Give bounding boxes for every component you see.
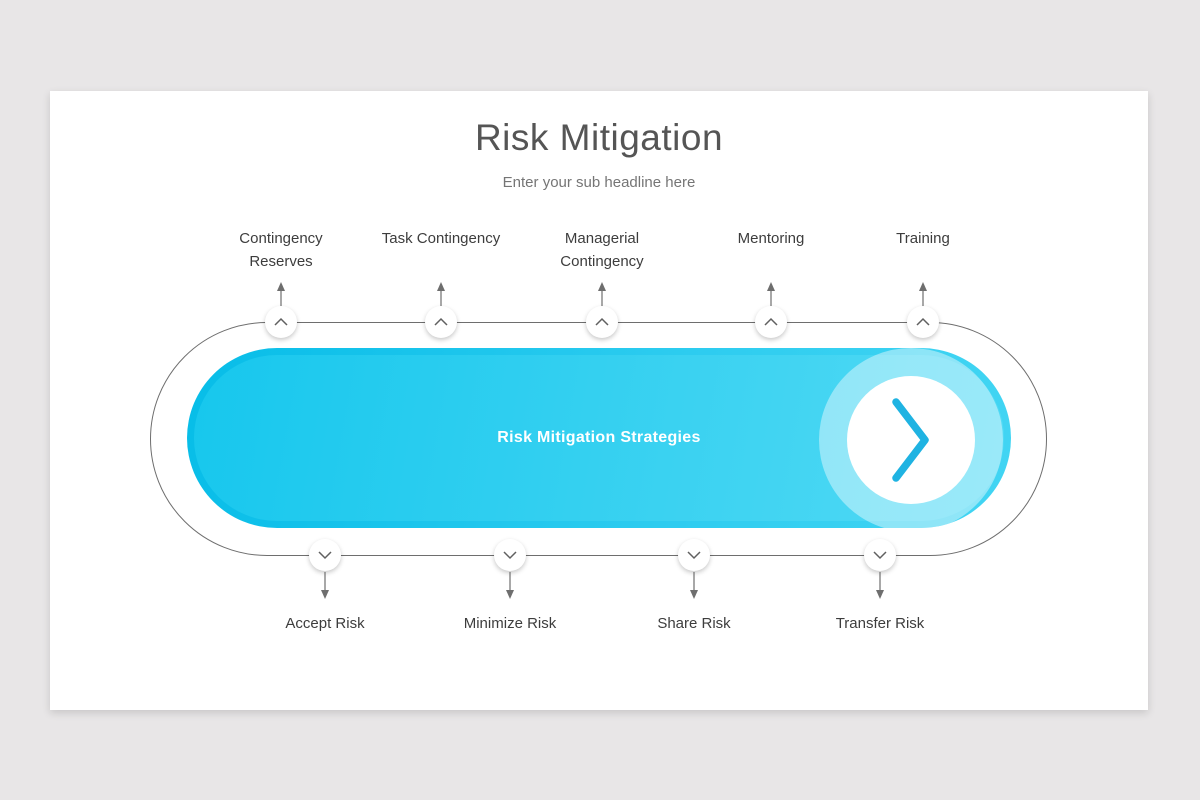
slide-subtitle: Enter your sub headline here: [502, 174, 696, 191]
chevron-up-icon: [274, 317, 288, 326]
top-label-training: Training: [896, 230, 950, 247]
top-label-mentoring: Mentoring: [737, 230, 805, 247]
bottom-label-transfer-risk: Transfer Risk: [835, 615, 925, 632]
chevron-up-icon: [595, 317, 609, 326]
chevron-up-icon: [764, 317, 778, 326]
slide: Risk Mitigation Enter your sub headline …: [50, 91, 1148, 710]
center-banner: Risk Mitigation Strategies: [187, 348, 1011, 528]
chevron-up-icon: [434, 317, 448, 326]
node-contingency-reserves: [265, 306, 297, 338]
node-managerial-contingency: [586, 306, 618, 338]
chevron-up-icon: [916, 317, 930, 326]
bottom-label-accept-risk: Accept Risk: [285, 615, 365, 632]
chevron-down-icon: [873, 551, 887, 560]
arrow-down-icon: [321, 572, 329, 599]
chevron-down-icon: [687, 551, 701, 560]
arrow-down-icon: [690, 572, 698, 599]
arrow-down-icon: [876, 572, 884, 599]
bottom-label-share-risk: Share Risk: [657, 615, 731, 632]
center-banner-label: Risk Mitigation Strategies: [497, 429, 701, 446]
bottom-label-minimize-risk: Minimize Risk: [463, 615, 557, 632]
chevron-down-icon: [318, 551, 332, 560]
node-accept-risk: [309, 539, 341, 571]
slide-title: Risk Mitigation: [474, 117, 724, 158]
node-task-contingency: [425, 306, 457, 338]
node-share-risk: [678, 539, 710, 571]
top-label-managerial-contingency: Managerial Contingency: [560, 230, 644, 270]
next-arrow-circle: [847, 376, 975, 504]
node-transfer-risk: [864, 539, 896, 571]
top-label-task-contingency: Task Contingency: [381, 230, 501, 247]
node-training: [907, 306, 939, 338]
chevron-right-icon: [892, 398, 929, 482]
arrow-down-icon: [506, 572, 514, 599]
chevron-down-icon: [503, 551, 517, 560]
top-label-contingency-reserves: Contingency Reserves: [239, 230, 323, 270]
node-mentoring: [755, 306, 787, 338]
node-minimize-risk: [494, 539, 526, 571]
